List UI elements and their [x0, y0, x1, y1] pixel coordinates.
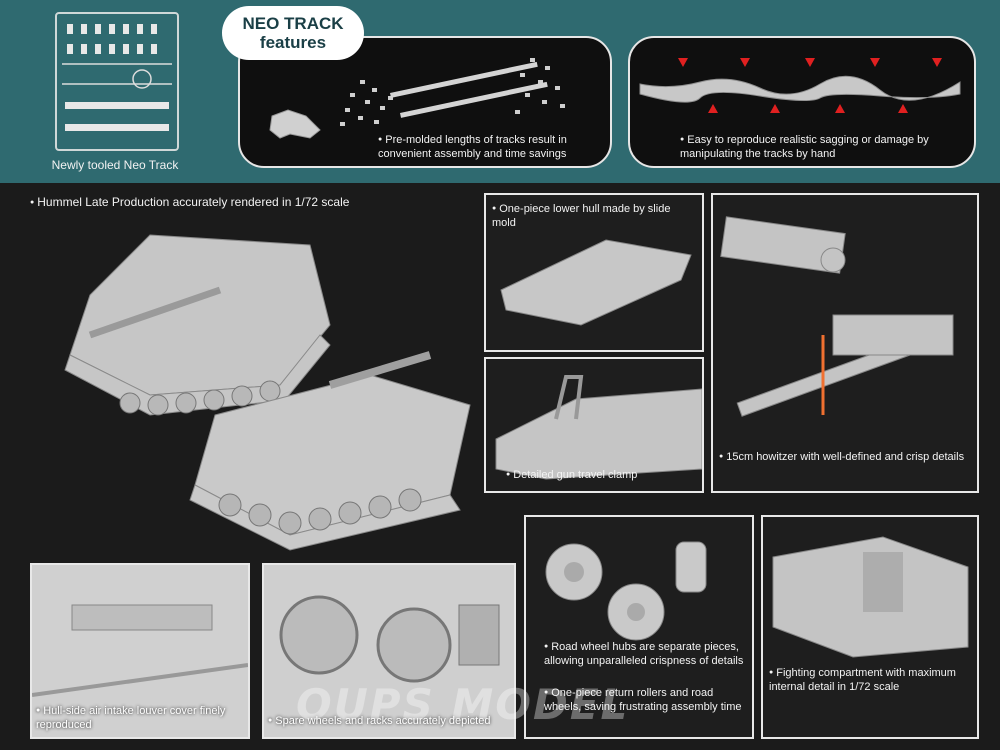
arrow-up-icon — [835, 104, 845, 113]
road-wheel-hubs-caption: Road wheel hubs are separate pieces, all… — [544, 641, 744, 668]
arrow-down-icon — [932, 58, 942, 67]
badge-title: NEO TRACK — [242, 14, 344, 33]
arrow-down-icon — [678, 58, 688, 67]
neo-track-banner: Newly tooled Neo Track Pre-molded length… — [0, 0, 1000, 183]
feature-premolded-caption: Pre-molded lengths of tracks result in c… — [378, 134, 603, 161]
feature-box-sagging: Easy to reproduce realistic sagging or d… — [628, 36, 976, 168]
panel-howitzer: 15cm howitzer with well-defined and cris… — [711, 193, 979, 493]
arrow-up-icon — [770, 104, 780, 113]
arrow-down-icon — [870, 58, 880, 67]
arrow-down-icon — [805, 58, 815, 67]
lower-hull-caption: One-piece lower hull made by slide mold — [492, 203, 692, 230]
panel-travel-clamp: Detailed gun travel clamp — [484, 357, 704, 493]
feature-sagging-caption: Easy to reproduce realistic sagging or d… — [680, 134, 965, 161]
sprue-caption: Newly tooled Neo Track — [51, 158, 179, 172]
arrow-up-icon — [708, 104, 718, 113]
panel-spare-wheels: Spare wheels and racks accurately depict… — [262, 563, 516, 739]
model-caption: Hummel Late Production accurately render… — [30, 196, 450, 211]
sprue-illustration — [55, 12, 179, 151]
spare-wheels-caption: Spare wheels and racks accurately depict… — [268, 715, 508, 729]
sagging-track-illustration — [639, 75, 961, 103]
arrow-up-icon — [898, 104, 908, 113]
hummel-model-illustration — [64, 234, 471, 551]
panel-louver: Hull-side air intake louver cover finely… — [30, 563, 250, 739]
return-rollers-caption: One-piece return rollers and road wheels… — [544, 687, 744, 714]
fighting-compartment-caption: Fighting compartment with maximum intern… — [769, 667, 974, 694]
watermark-logo: OUPS MODEL — [296, 680, 630, 729]
louver-caption: Hull-side air intake louver cover finely… — [36, 705, 246, 732]
travel-clamp-caption: Detailed gun travel clamp — [506, 469, 696, 483]
panel-road-wheels: Road wheel hubs are separate pieces, all… — [524, 515, 754, 739]
panel-fighting-compartment: Fighting compartment with maximum intern… — [761, 515, 979, 739]
panel-lower-hull: One-piece lower hull made by slide mold — [484, 193, 704, 352]
track-parts-illustration — [269, 58, 565, 139]
arrow-down-icon — [740, 58, 750, 67]
neo-track-badge: NEO TRACK features — [222, 6, 364, 60]
howitzer-caption: 15cm howitzer with well-defined and cris… — [719, 451, 969, 465]
badge-subtitle: features — [259, 33, 327, 52]
